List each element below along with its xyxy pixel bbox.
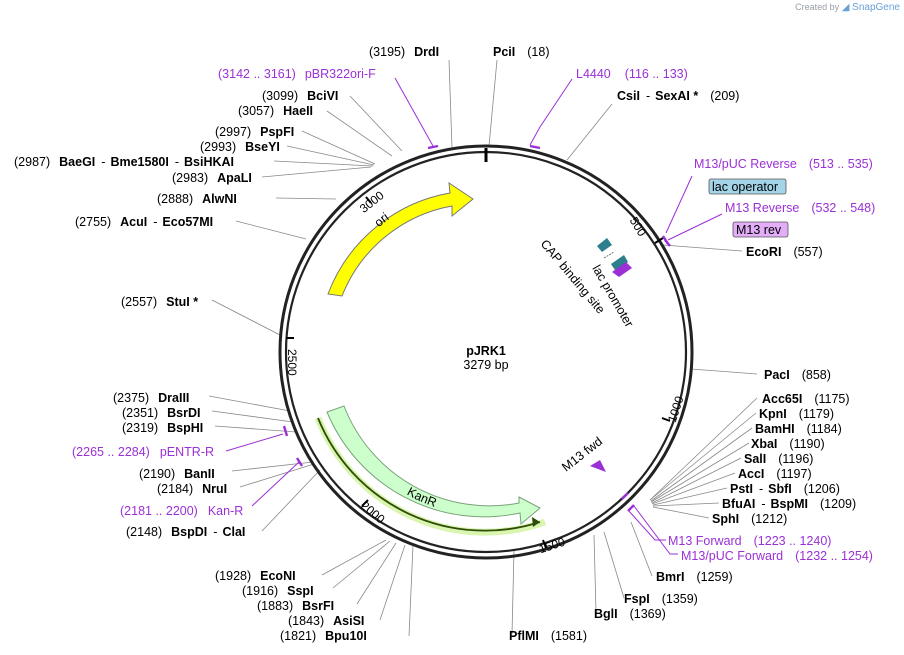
enzyme-bgli: BglI(1369) [594, 607, 666, 621]
primer-m13-reverse: M13 Reverse(532 .. 548) [725, 201, 875, 215]
lac-promoter-link [603, 251, 615, 259]
enzyme-paci: PacI(858) [764, 368, 831, 382]
primer-pbr322ori-f: (3142 .. 3161)pBR322ori-F [218, 67, 376, 81]
primer-m13-forward: M13 Forward(1223 .. 1240) [668, 534, 831, 548]
tick-label-500: 500 [627, 214, 650, 239]
enzyme-sspi: (1916)SspI [242, 584, 314, 598]
enzyme-bseyi: (2993)BseYI [200, 140, 280, 154]
created-by-text: Created by [795, 2, 840, 12]
primer-m13-puc-forward: M13/pUC Forward(1232 .. 1254) [681, 549, 873, 563]
enzyme-alwni: (2888)AlwNI [157, 192, 237, 206]
primer-pentr-r: (2265 .. 2284)pENTR-R [72, 445, 214, 459]
kanr-cds-line [317, 417, 541, 532]
lac-operator-label: lac operator [712, 180, 778, 194]
enzyme-sphi: SphI(1212) [712, 512, 787, 526]
m13-rev-box [732, 221, 789, 238]
enzyme-fspi: FspI(1359) [624, 592, 698, 606]
enzyme-nrui: (2184)NruI [157, 482, 227, 496]
enzyme-bfuai-bspmi: BfuAI-BspMI(1209) [722, 497, 856, 511]
enzyme-ecori: EcoRI(557) [746, 245, 823, 259]
enzyme-bsphi: (2319)BspHI [122, 421, 203, 435]
backbone-outer-ring [278, 144, 694, 560]
enzyme-pcii: PciI(18) [493, 45, 549, 59]
primer-l4440: L4440(116 .. 133) [576, 67, 688, 81]
bp-tick-marks [286, 196, 671, 549]
enzyme-bspdi-clai: (2148)BspDI-ClaI [126, 525, 245, 539]
tick-label-2500: 2500 [285, 349, 299, 376]
lac-promoter-feature [611, 255, 628, 270]
enzyme-psti-sbfi: PstI-SbfI(1206) [730, 482, 840, 496]
enzyme-kpni: KpnI(1179) [759, 407, 834, 421]
enzyme-baegi-bme1580i-bsihkai: (2987)BaeGI-Bme1580I-BsiHKAI [14, 155, 234, 169]
m13-rev-feature [612, 262, 632, 277]
snapgene-branding: Created by ◢ SnapGene [795, 2, 900, 13]
enzyme-haeii: (3057)HaeII [238, 104, 313, 118]
tick-label-1500: 1500 [537, 535, 567, 557]
enzyme-sali: SalI(1196) [744, 452, 813, 466]
snapgene-logo: ◢ SnapGene [841, 2, 900, 13]
enzyme-banii: (2190)BanII [139, 467, 215, 481]
snapgene-logo-text: SnapGene [852, 2, 900, 13]
ori-feature [327, 181, 474, 297]
enzyme-xbai: XbaI(1190) [751, 437, 825, 451]
enzyme-draiii: (2375)DraIII [113, 391, 189, 405]
primer-leader-lines [225, 77, 723, 555]
enzyme-drdi: (3195)DrdI [369, 45, 439, 59]
kanr-cds-arrowhead [532, 517, 540, 527]
enzyme-pspfi: (2997)PspFI [215, 125, 294, 139]
enzyme-stui: (2557)StuI * [121, 295, 198, 309]
plasmid-length: 3279 bp [463, 358, 508, 372]
enzyme-acc65i: Acc65I(1175) [762, 392, 850, 406]
enzyme-bsrdi: (2351)BsrDI [122, 406, 200, 420]
enzyme-csii-sexai: CsiI-SexAI *(209) [617, 89, 739, 103]
enzyme-asisi: (1843)AsiSI [288, 614, 364, 628]
enzyme-bcivi: (3099)BciVI [262, 89, 338, 103]
primer-marks [282, 144, 671, 512]
enzyme-bamhi: BamHI(1184) [755, 422, 842, 436]
lac-operator-box [708, 178, 787, 195]
enzyme-acui-eco57mi: (2755)AcuI-Eco57MI [75, 215, 213, 229]
enzyme-apali: (2983)ApaLI [172, 171, 252, 185]
primer-kan-r: (2181 .. 2200)Kan-R [120, 504, 243, 518]
enzyme-pflmi: PflMI(1581) [509, 629, 587, 643]
m13-fwd-feature [590, 460, 606, 472]
plasmid-name: pJRK1 [466, 344, 506, 358]
enzyme-bmri: BmrI(1259) [656, 570, 733, 584]
enzyme-econi: (1928)EcoNI [215, 569, 296, 583]
m13-rev-label: M13 rev [736, 223, 782, 237]
kanr-label: KanR [405, 484, 439, 509]
leader-lines [208, 59, 758, 637]
cap-binding-site-feature [597, 238, 612, 252]
primer-m13-puc-reverse: M13/pUC Reverse(513 .. 535) [694, 157, 873, 171]
enzyme-bpu10i: (1821)Bpu10I [280, 629, 367, 643]
kanr-feature [326, 405, 541, 525]
enzyme-acci: AccI(1197) [738, 467, 812, 481]
enzyme-bsrfi: (1883)BsrFI [257, 599, 334, 613]
